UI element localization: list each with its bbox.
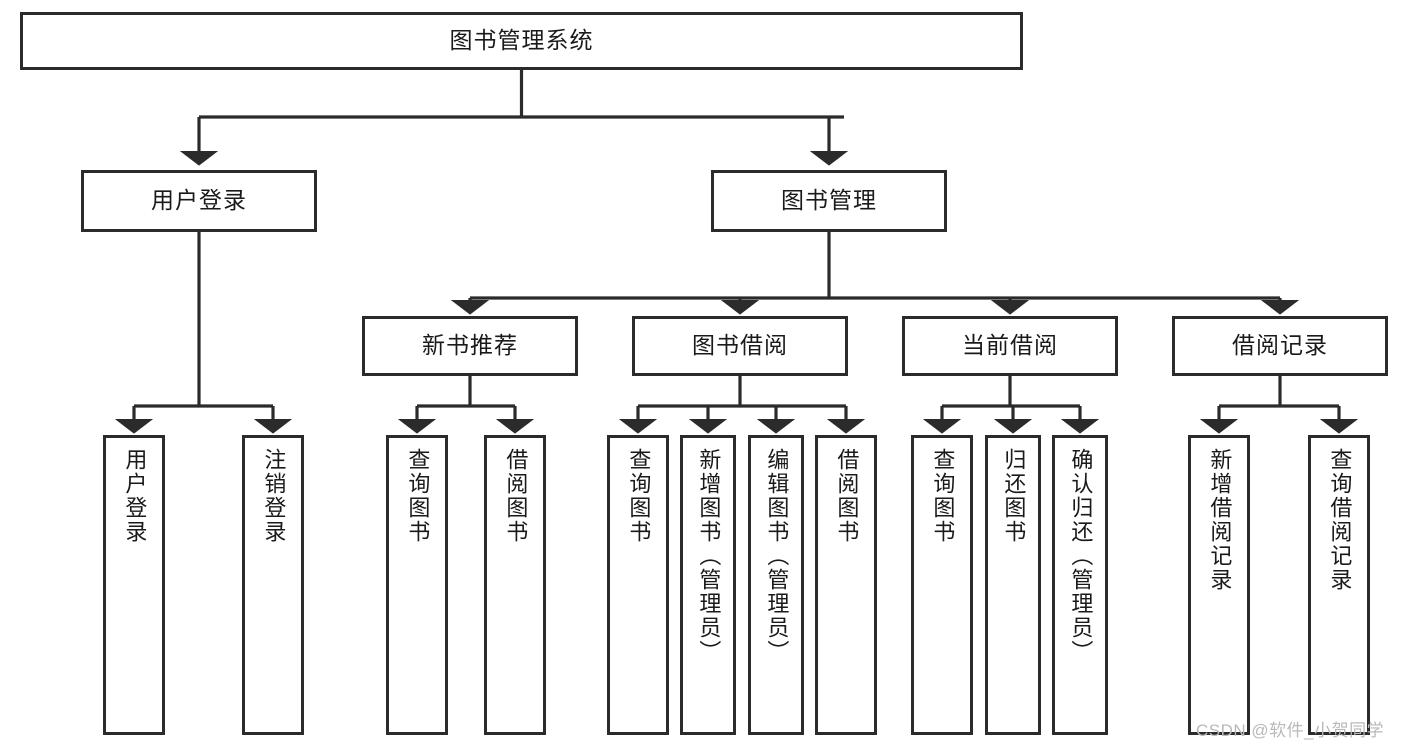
node-leaf-user-login[interactable]: 用户登录 [103,435,165,735]
node-leaf-edit-book-label: 编辑图书（管理员） [764,448,790,664]
node-leaf-query-book-3[interactable]: 查询图书 [911,435,973,735]
csdn-watermark: CSDN @软件_小贺同学 [1196,721,1385,740]
node-leaf-query-book-3-label: 查询图书 [930,448,956,544]
node-current-borrow-label: 当前借阅 [962,332,1058,359]
node-root-label: 图书管理系统 [449,27,594,54]
node-book-management[interactable]: 图书管理 [711,170,947,232]
node-leaf-borrow-book-2[interactable]: 借阅图书 [815,435,877,735]
node-new-book-recommend-label: 新书推荐 [422,332,518,359]
node-leaf-add-book[interactable]: 新增图书（管理员） [680,435,736,735]
node-leaf-add-record[interactable]: 新增借阅记录 [1188,435,1250,735]
node-borrow-record[interactable]: 借阅记录 [1172,316,1388,376]
node-new-book-recommend[interactable]: 新书推荐 [362,316,578,376]
node-leaf-return-book[interactable]: 归还图书 [985,435,1041,735]
node-leaf-return-book-label: 归还图书 [1001,448,1027,544]
node-leaf-edit-book[interactable]: 编辑图书（管理员） [748,435,804,735]
node-book-management-label: 图书管理 [781,187,877,214]
node-leaf-add-record-label: 新增借阅记录 [1207,448,1233,592]
node-leaf-query-record[interactable]: 查询借阅记录 [1308,435,1370,735]
node-leaf-query-record-label: 查询借阅记录 [1327,448,1353,592]
node-book-borrow-label: 图书借阅 [692,332,788,359]
node-leaf-query-book-2-label: 查询图书 [626,448,652,544]
node-leaf-borrow-book-1[interactable]: 借阅图书 [484,435,546,735]
node-user-login-label: 用户登录 [151,187,247,214]
node-user-login[interactable]: 用户登录 [81,170,317,232]
node-leaf-add-book-label: 新增图书（管理员） [696,448,722,664]
node-leaf-confirm-return-label: 确认归还（管理员） [1068,448,1094,664]
node-borrow-record-label: 借阅记录 [1232,332,1328,359]
node-leaf-logout[interactable]: 注销登录 [242,435,304,735]
node-leaf-query-book-1-label: 查询图书 [405,448,431,544]
node-leaf-confirm-return[interactable]: 确认归还（管理员） [1052,435,1108,735]
node-leaf-user-login-label: 用户登录 [122,448,148,544]
node-leaf-query-book-1[interactable]: 查询图书 [386,435,448,735]
node-leaf-logout-label: 注销登录 [261,448,287,544]
node-leaf-borrow-book-1-label: 借阅图书 [503,448,529,544]
node-leaf-borrow-book-2-label: 借阅图书 [834,448,860,544]
node-book-borrow[interactable]: 图书借阅 [632,316,848,376]
node-current-borrow[interactable]: 当前借阅 [902,316,1118,376]
node-leaf-query-book-2[interactable]: 查询图书 [607,435,669,735]
node-root[interactable]: 图书管理系统 [20,12,1023,70]
